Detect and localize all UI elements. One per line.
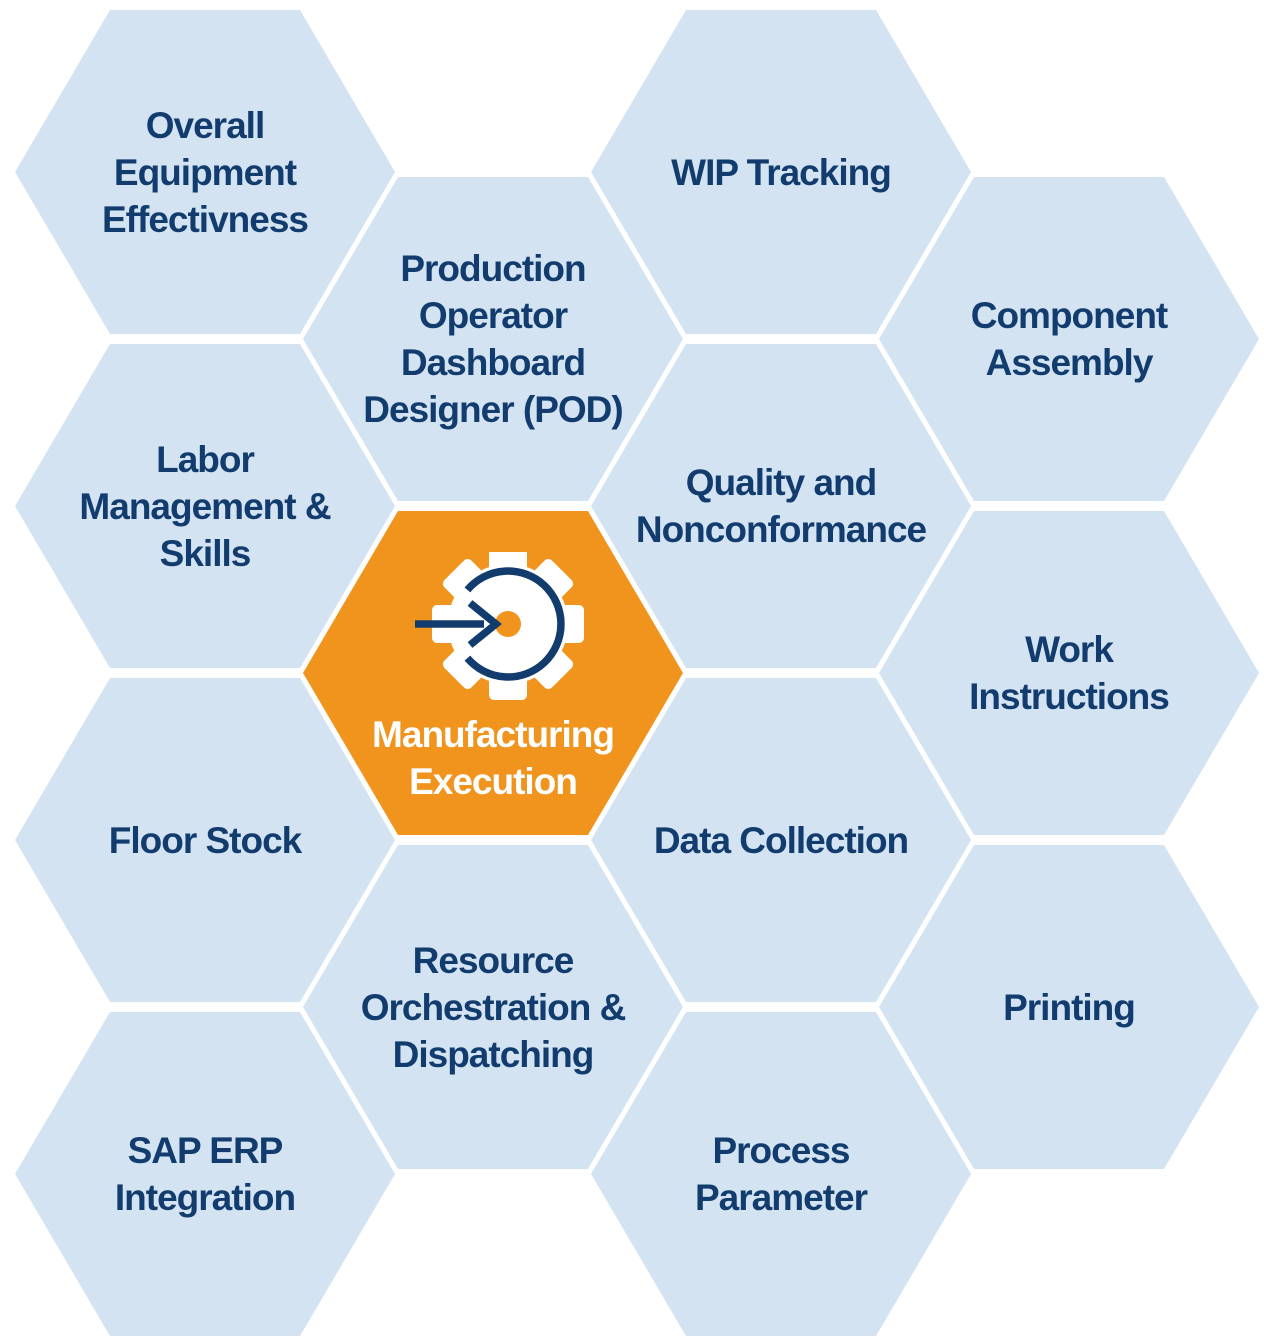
hex-label-line: WIP Tracking: [671, 151, 892, 193]
hex-floor-stock: Floor Stock: [15, 678, 395, 1002]
hex-label: Resource Orchestration & Dispatching: [360, 937, 627, 1078]
hex-label-line: Work: [1025, 629, 1114, 670]
hex-sap-erp-integration: SAP ERP Integration: [15, 1012, 395, 1336]
hex-label-line: SAP ERP: [127, 1130, 284, 1171]
hex-label-line: Component: [970, 295, 1169, 336]
hex-label-line: Assembly: [985, 342, 1154, 383]
hex-label-line: Labor: [156, 438, 255, 480]
hex-label: Printing: [1003, 984, 1136, 1031]
hex-label-line: Designer (POD): [363, 389, 623, 430]
hex-label: SAP ERP Integration: [114, 1127, 296, 1221]
hex-label: Overall Equipment Effectivness: [102, 102, 309, 243]
hex-label-line: Management &: [79, 485, 331, 527]
hex-label-line: Manufacturing: [372, 713, 615, 755]
hex-label: Work Instructions: [969, 626, 1170, 720]
hex-labor-management-skills: Labor Management & Skills: [15, 344, 395, 668]
hex-label-line: Printing: [1003, 986, 1136, 1028]
hex-label: Labor Management & Skills: [79, 436, 331, 577]
hex-label-line: Process: [712, 1130, 850, 1171]
hex-label-line: Effectivness: [102, 198, 309, 240]
gear-process-arrow-icon: [393, 547, 593, 707]
hex-label-line: Parameter: [694, 1177, 868, 1218]
hex-label-line: Operator: [418, 295, 568, 336]
hex-label-line: Skills: [159, 532, 252, 574]
hex-label: Quality and Nonconformance: [635, 459, 927, 553]
hex-label: Production Operator Dashboard Designer (…: [363, 245, 623, 433]
hex-label-line: Integration: [114, 1177, 296, 1218]
hex-label: WIP Tracking: [671, 149, 892, 196]
hex-label-line: Instructions: [969, 676, 1170, 717]
hex-label-line: Dispatching: [392, 1033, 595, 1075]
hex-label-line: Dashboard: [400, 342, 586, 383]
hex-label-line: Data Collection: [653, 819, 909, 861]
hex-label-line: Nonconformance: [635, 509, 927, 550]
hex-label-line: Orchestration &: [360, 986, 627, 1028]
hex-label-line: Production: [400, 248, 586, 289]
hex-label-line: Equipment: [113, 151, 297, 193]
hex-label: Floor Stock: [108, 817, 303, 864]
hex-label: Process Parameter: [694, 1127, 868, 1221]
hex-label-line: Overall: [145, 104, 265, 146]
hex-label: Component Assembly: [970, 292, 1169, 386]
hex-label-line: Quality and: [685, 462, 877, 503]
hex-overall-equipment-effectivness: Overall Equipment Effectivness: [15, 10, 395, 334]
hex-label: Data Collection: [653, 817, 909, 864]
hex-label-line: Resource: [412, 939, 575, 981]
hex-label-line: Floor Stock: [108, 819, 303, 861]
hex-label-line: Execution: [409, 760, 578, 802]
hex-label: Manufacturing Execution: [372, 711, 615, 805]
